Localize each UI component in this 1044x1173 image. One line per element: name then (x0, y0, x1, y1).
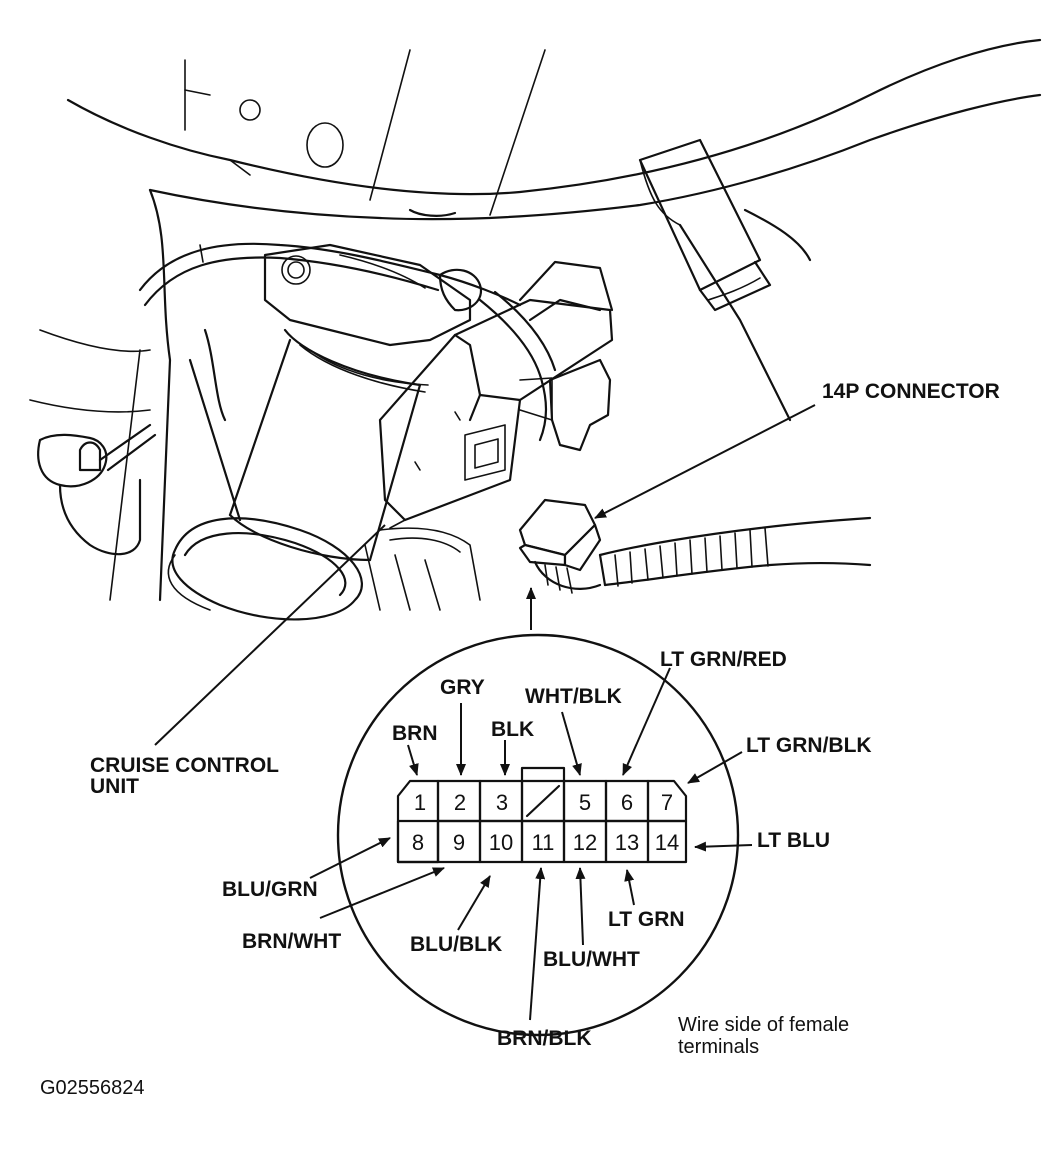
wire-label-lt-grn-red: LT GRN/RED (660, 648, 787, 671)
connector-face (396, 766, 688, 864)
pin-10: 10 (489, 830, 513, 855)
figure-id: G02556824 (40, 1077, 145, 1099)
pin-14: 14 (655, 830, 679, 855)
wire-label-lt-blu: LT BLU (757, 829, 830, 852)
wire-label-blu-blk: BLU/BLK (410, 933, 502, 956)
pin-1: 1 (414, 790, 426, 815)
wire-label-gry: GRY (440, 676, 485, 699)
wire-label-brn-wht: BRN/WHT (242, 930, 341, 953)
wire-label-lt-grn-blk: LT GRN/BLK (746, 734, 872, 757)
pin-12: 12 (573, 830, 597, 855)
pin-3: 3 (496, 790, 508, 815)
pin-8: 8 (412, 830, 424, 855)
wire-label-blu-grn: BLU/GRN (222, 878, 318, 901)
wire-label-lt-grn: LT GRN (608, 908, 685, 931)
wire-label-brn: BRN (392, 722, 438, 745)
wire-label-blk: BLK (491, 718, 534, 741)
wire-label-blu-wht: BLU/WHT (543, 948, 640, 971)
pin-13: 13 (615, 830, 639, 855)
callout-arrows (154, 404, 816, 746)
detail-circle (336, 633, 740, 1037)
pin-6: 6 (621, 790, 633, 815)
connector-14p-label: 14P CONNECTOR (822, 380, 1000, 403)
cruise-control-unit-label-line1: CRUISE CONTROL (90, 754, 279, 777)
view-note-line1: Wire side of female (678, 1014, 849, 1036)
wire-color-labels: BRN GRY BLK WHT/BLK LT GRN/RED LT GRN/BL… (222, 648, 872, 1050)
cruise-control-unit-label-line2: UNIT (90, 775, 139, 798)
wire-label-brn-blk: BRN/BLK (497, 1027, 592, 1050)
harness-connector-illustration (518, 498, 872, 594)
wire-label-wht-blk: WHT/BLK (525, 685, 622, 708)
wire-leader-arrows (309, 667, 753, 1021)
pin-5: 5 (579, 790, 591, 815)
pin-7: 7 (661, 790, 673, 815)
pin-11: 11 (532, 830, 555, 855)
pin-2: 2 (454, 790, 466, 815)
pin-numbers: 1 2 3 5 6 7 8 9 10 11 12 13 14 (412, 790, 679, 855)
pin-9: 9 (453, 830, 465, 855)
view-note-line2: terminals (678, 1036, 759, 1058)
steering-column-illustration (29, 38, 1042, 621)
